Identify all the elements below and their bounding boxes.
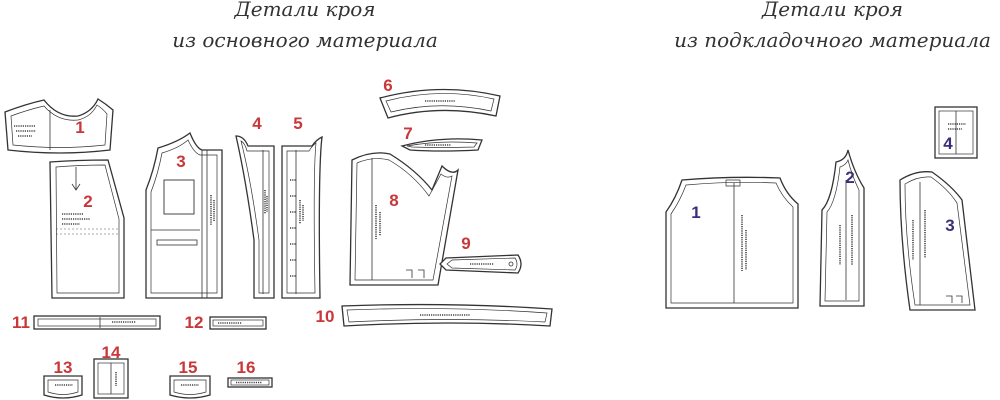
main-piece-8 — [349, 152, 459, 286]
main-piece-14 — [93, 358, 129, 399]
main-piece-number: 9 — [461, 234, 470, 253]
main-piece-number: 10 — [316, 307, 335, 326]
main-piece-4 — [235, 135, 275, 299]
lining-material-title: Детали кроя из подкладочного материала — [655, 0, 1000, 56]
main-piece-number: 15 — [179, 358, 198, 377]
main-piece-15 — [169, 375, 211, 399]
main-piece-1 — [4, 98, 114, 154]
main-piece-number: 5 — [293, 114, 302, 133]
main-piece-number: 11 — [12, 313, 30, 332]
lining-piece-number: 4 — [943, 134, 953, 153]
main-piece-5 — [281, 135, 323, 299]
main-piece-13 — [43, 375, 83, 399]
main-piece-3 — [145, 131, 223, 299]
main-piece-number: 4 — [252, 114, 262, 133]
main-piece-number: 2 — [83, 192, 92, 211]
lining-piece-3 — [899, 171, 976, 311]
lining-material-title-line1: Детали кроя — [762, 0, 903, 21]
main-piece-16 — [227, 377, 273, 388]
lining-piece-number: 3 — [945, 216, 954, 235]
main-piece-9 — [439, 254, 522, 274]
main-material-title-line1: Детали кроя — [234, 0, 376, 21]
lining-piece-4 — [934, 106, 978, 159]
main-piece-number: 3 — [176, 152, 185, 171]
main-piece-2 — [49, 159, 125, 299]
main-piece-10 — [341, 303, 553, 327]
lining-material-title-line2: из подкладочного материала — [674, 28, 991, 52]
main-piece-number: 16 — [237, 358, 256, 377]
main-piece-number: 13 — [54, 358, 73, 377]
main-piece-number: 8 — [389, 191, 398, 210]
main-piece-number: 12 — [185, 313, 204, 332]
main-piece-number: 14 — [102, 343, 121, 362]
lining-piece-2 — [819, 149, 865, 307]
lining-piece-number: 2 — [845, 168, 854, 187]
main-piece-number: 6 — [383, 76, 392, 95]
main-piece-number: 7 — [403, 124, 412, 143]
lining-piece-number: 1 — [691, 203, 700, 222]
main-material-title: Детали кроя из основного материала — [130, 0, 480, 56]
main-piece-7 — [400, 138, 483, 152]
main-material-title-line2: из основного материала — [172, 28, 438, 52]
main-piece-11 — [33, 315, 161, 330]
main-piece-number: 1 — [75, 118, 84, 137]
lining-piece-1 — [665, 176, 799, 309]
main-piece-12 — [209, 316, 267, 330]
main-piece-6 — [379, 88, 501, 119]
